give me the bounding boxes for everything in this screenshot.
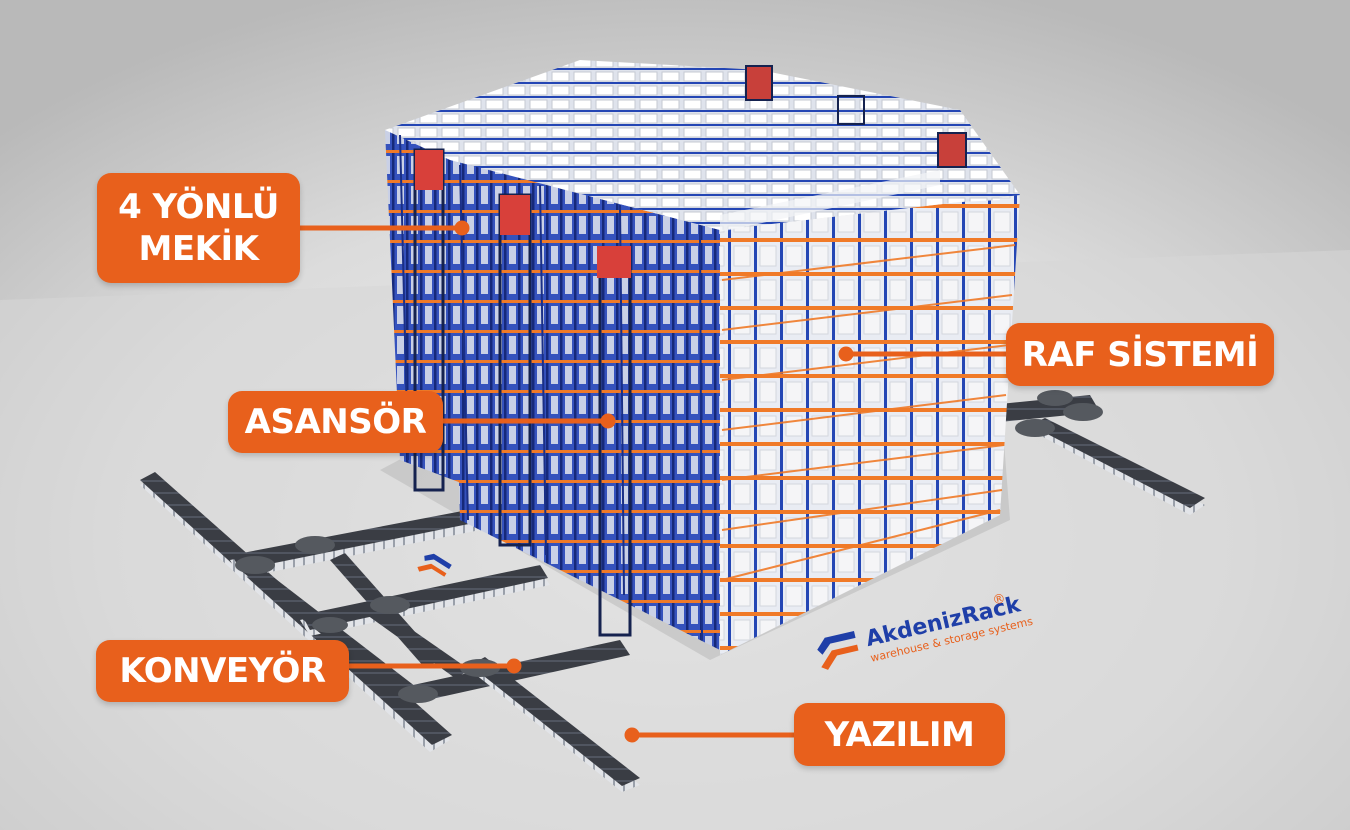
callout-shuttle-line1: 4 YÖNLÜ <box>118 187 279 227</box>
conveyor-lines-right <box>990 390 1205 515</box>
callout-software: YAZILIM <box>794 703 1005 766</box>
callout-connectors <box>297 220 1009 743</box>
callout-conveyor: KONVEYÖR <box>96 640 349 702</box>
shuttle-carts <box>415 150 631 278</box>
callout-lift: ASANSÖR <box>228 391 443 453</box>
callout-rack-system: RAF SİSTEMİ <box>1006 323 1274 386</box>
akdenizrack-logo-inner <box>417 553 452 577</box>
callout-shuttle-line2: MEKİK <box>138 229 259 269</box>
rack-system <box>385 60 1020 655</box>
brand-registered: ® <box>991 591 1007 609</box>
callout-4-way-shuttle: 4 YÖNLÜ MEKİK <box>97 173 300 283</box>
akdenizrack-logo-icon <box>817 631 859 670</box>
